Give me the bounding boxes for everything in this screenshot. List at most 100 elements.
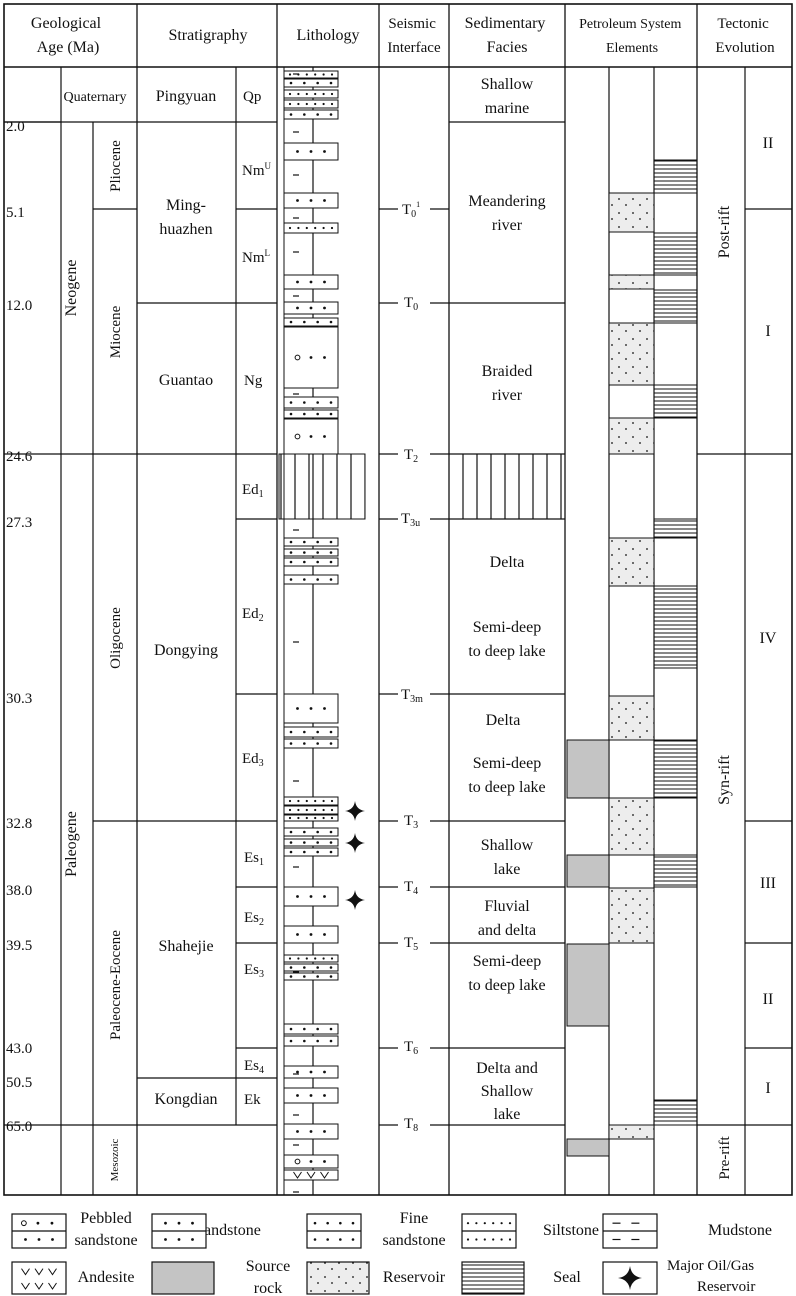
lithology-bed <box>283 838 339 847</box>
fine-sand-dots <box>289 742 293 745</box>
oil-gas-star <box>345 890 365 910</box>
epoch-oligocene: Oligocene <box>108 607 124 669</box>
sandstone-dots <box>309 707 313 710</box>
age-label: 24.6 <box>6 449 33 465</box>
fine-sand-dots <box>329 540 333 544</box>
fine-sand-dots <box>289 551 293 554</box>
lithology-bed <box>283 796 339 806</box>
legend-andesite-label: Andesite <box>78 1269 135 1286</box>
seal-block <box>653 159 698 194</box>
fine-sand-dots <box>329 742 333 745</box>
pebble-dots <box>309 356 313 359</box>
lithology-bed <box>283 1023 339 1035</box>
lithology-bed <box>283 548 339 557</box>
silt-dots <box>305 816 308 820</box>
silt-dots <box>305 102 308 106</box>
legend-sandstone-symbol <box>191 1238 194 1241</box>
lithology-bed <box>283 557 339 567</box>
legend-fine-symbol <box>326 1221 329 1225</box>
legend-siltstone-symbol <box>475 1238 478 1241</box>
fine-sand-dots <box>303 401 306 404</box>
sandstone-dots <box>323 199 326 202</box>
legend-seal-label: Seal <box>553 1269 581 1286</box>
seismic-t6: T6 <box>404 1039 418 1057</box>
reservoir-block <box>608 417 655 455</box>
seal-block <box>653 854 698 888</box>
fine-sand-dots <box>289 966 293 969</box>
age-label: 5.1 <box>6 205 25 221</box>
legend-andesite-symbol <box>48 1282 57 1290</box>
silt-dots <box>322 226 325 230</box>
sandstone-dots <box>309 280 313 284</box>
member-es1: Es1 <box>244 850 264 868</box>
header-stratigraphy: Stratigraphy <box>168 27 247 44</box>
sandstone-dots <box>309 1094 313 1097</box>
fine-sand-dots <box>316 320 319 324</box>
silt-dots <box>297 102 300 106</box>
fine-sand-dots <box>329 320 333 324</box>
legend-source-symbol <box>151 1261 215 1295</box>
legend-mudstone-label: Mudstone <box>708 1222 772 1239</box>
silt-dots <box>314 73 317 76</box>
lithology-bed <box>283 396 339 409</box>
legend-siltstone-symbol <box>500 1238 503 1241</box>
lithology-bed <box>283 574 339 585</box>
reservoir-block <box>608 1124 655 1140</box>
sandstone-dots <box>296 933 299 936</box>
silt-dots <box>322 808 325 812</box>
fine-sand-dots <box>316 81 319 85</box>
lithology-bed <box>283 89 339 99</box>
silt-dots <box>297 808 300 812</box>
member-ng: Ng <box>244 373 263 389</box>
legend-sandstone-symbol <box>164 1221 167 1225</box>
sandstone-dots <box>296 306 299 310</box>
epoch-miocene: Miocene <box>108 305 124 358</box>
sandstone-dots <box>296 707 299 710</box>
lithology-bed <box>283 317 339 327</box>
fine-sand-dots <box>303 1039 306 1043</box>
age-label: 12.0 <box>6 298 32 314</box>
fine-sand-dots <box>316 401 319 404</box>
sandstone-dots <box>323 933 326 936</box>
formation-guantao: Guantao <box>159 372 213 389</box>
sandstone-dots <box>309 933 313 936</box>
epoch-mesozoic: Mesozoic <box>109 1139 121 1182</box>
fine-sand-dots <box>303 841 306 844</box>
sandstone-dots <box>296 199 299 202</box>
silt-dots <box>322 73 325 76</box>
fine-sand-dots <box>316 966 319 969</box>
seismic-t0: T0 <box>404 295 418 313</box>
fine-sand-dots <box>316 412 319 416</box>
member-ed2: Ed2 <box>242 606 264 624</box>
pebble-dots <box>309 435 313 438</box>
header-row: Geological Age (Ma) Stratigraphy Litholo… <box>31 15 775 56</box>
age-label: 50.5 <box>6 1075 32 1091</box>
seal-block <box>653 289 698 324</box>
silt-dots <box>322 957 325 960</box>
lithology-bed <box>283 70 339 79</box>
sandstone-dots <box>323 1130 326 1133</box>
silt-dots <box>314 808 317 812</box>
fine-sand-dots <box>303 1027 306 1031</box>
fine-sand-dots <box>329 966 333 969</box>
fine-sand-dots <box>289 850 293 854</box>
member-nmu: NmU <box>242 161 272 179</box>
lithology-bed <box>283 954 339 963</box>
silt-dots <box>314 957 317 960</box>
age-label: 2.0 <box>6 119 25 135</box>
silt-dots <box>305 73 308 76</box>
fine-sand-dots <box>303 966 306 969</box>
silt-dots <box>288 102 292 106</box>
silt-dots <box>288 957 292 960</box>
silt-dots <box>288 799 292 803</box>
lithology-bed <box>283 1169 339 1181</box>
lithology-bed <box>283 1035 339 1047</box>
fine-sand-dots <box>329 850 333 854</box>
formation-minghuazhen-2: huazhen <box>159 221 212 238</box>
sandstone-dots <box>296 280 299 284</box>
formation-shahejie: Shahejie <box>158 938 213 955</box>
legend-major-star <box>618 1266 642 1290</box>
